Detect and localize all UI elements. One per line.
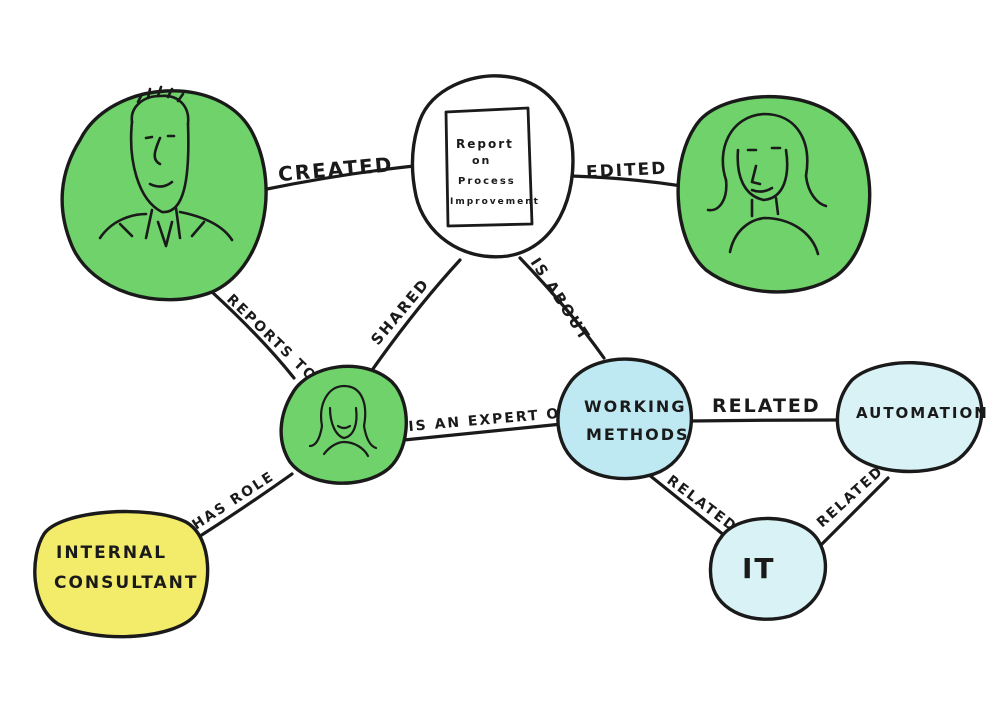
edge-label-related-it-auto: RELATED bbox=[814, 463, 887, 531]
edge-created bbox=[260, 164, 416, 192]
working-methods-label-line-1: WORKING bbox=[584, 397, 686, 416]
node-man-blob bbox=[60, 89, 268, 302]
report-title-line-1: Report bbox=[456, 137, 514, 151]
node-automation-blob bbox=[835, 360, 984, 474]
edge-is-about bbox=[518, 256, 606, 360]
edge-label-created: CREATED bbox=[277, 152, 394, 186]
node-consultant-person-blob bbox=[279, 364, 408, 485]
edge-label-related-wm-auto: RELATED bbox=[712, 395, 821, 417]
man-portrait-icon bbox=[98, 85, 234, 248]
node-internal-consultant: INTERNAL CONSULTANT bbox=[33, 509, 210, 639]
node-consultant-person bbox=[279, 364, 408, 485]
edge-has-role bbox=[192, 472, 294, 542]
woman-portrait-icon bbox=[706, 112, 828, 256]
edge-label-reports-to: REPORTS TO bbox=[223, 291, 319, 385]
node-automation: AUTOMATION bbox=[835, 360, 989, 474]
report-title-line-4: Improvement bbox=[450, 197, 540, 207]
report-title-line-3: Process bbox=[458, 176, 516, 187]
edge-related-it-auto bbox=[820, 476, 890, 546]
edge-shared bbox=[366, 258, 462, 378]
woman-portrait-icon bbox=[308, 384, 378, 458]
edge-label-has-role: HAS ROLE bbox=[189, 468, 277, 533]
node-woman bbox=[676, 95, 872, 294]
node-internal-consultant-blob bbox=[33, 509, 210, 639]
edges bbox=[192, 164, 890, 546]
node-woman-blob bbox=[676, 95, 872, 294]
internal-consultant-label-line-2: CONSULTANT bbox=[54, 573, 198, 593]
internal-consultant-label-line-1: INTERNAL bbox=[56, 543, 167, 563]
working-methods-label-line-2: METHODS bbox=[586, 425, 690, 444]
edge-label-shared: SHARED bbox=[367, 275, 433, 349]
edge-edited bbox=[570, 174, 684, 188]
node-report: Report on Process Improvement bbox=[410, 74, 575, 259]
node-it-blob bbox=[708, 516, 828, 621]
node-report-blob bbox=[410, 74, 575, 259]
node-working-methods-blob bbox=[556, 357, 693, 481]
automation-label: AUTOMATION bbox=[856, 404, 989, 422]
node-man bbox=[60, 85, 268, 302]
edge-label-is-about: IS ABOUT bbox=[527, 254, 594, 344]
edge-reports-to bbox=[210, 290, 296, 380]
it-label: IT bbox=[742, 552, 776, 585]
edge-related-wm-auto bbox=[688, 418, 838, 423]
document-icon: Report on Process Improvement bbox=[444, 106, 540, 228]
edge-is-an-expert-on bbox=[402, 422, 564, 442]
node-it: IT bbox=[708, 516, 828, 621]
edge-label-edited: EDITED bbox=[586, 159, 668, 183]
edge-label-related-wm-it: RELATED bbox=[664, 472, 741, 535]
edge-related-wm-it bbox=[646, 472, 732, 542]
report-title-line-2: on bbox=[472, 154, 491, 167]
node-working-methods: WORKING METHODS bbox=[556, 357, 693, 481]
